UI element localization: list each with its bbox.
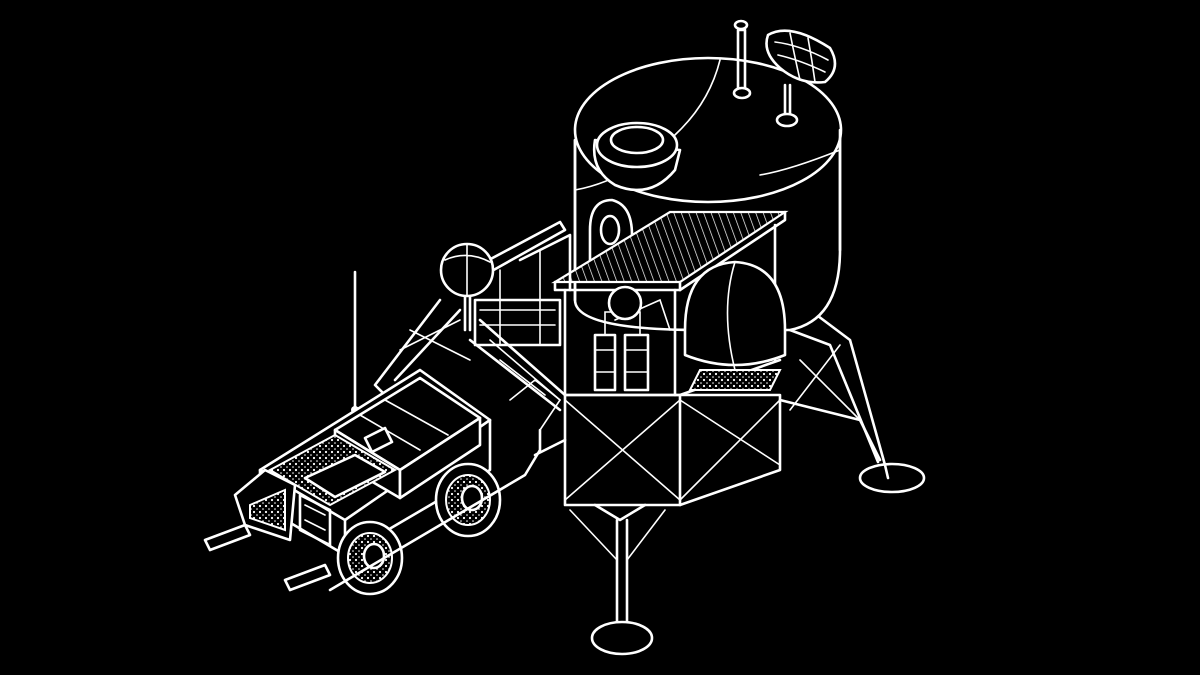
lunar-rover bbox=[203, 270, 567, 596]
hatch-icon bbox=[592, 121, 682, 192]
footpad-front bbox=[590, 620, 654, 656]
footpad-right bbox=[858, 462, 926, 494]
wheel-icon bbox=[434, 462, 502, 538]
wheel-icon bbox=[336, 520, 404, 596]
lander-legs bbox=[373, 298, 926, 656]
propellant-tank-icon bbox=[593, 260, 787, 392]
antenna-icon bbox=[732, 19, 752, 100]
sphere-tank bbox=[439, 242, 495, 332]
dish-antenna-icon bbox=[765, 29, 837, 128]
